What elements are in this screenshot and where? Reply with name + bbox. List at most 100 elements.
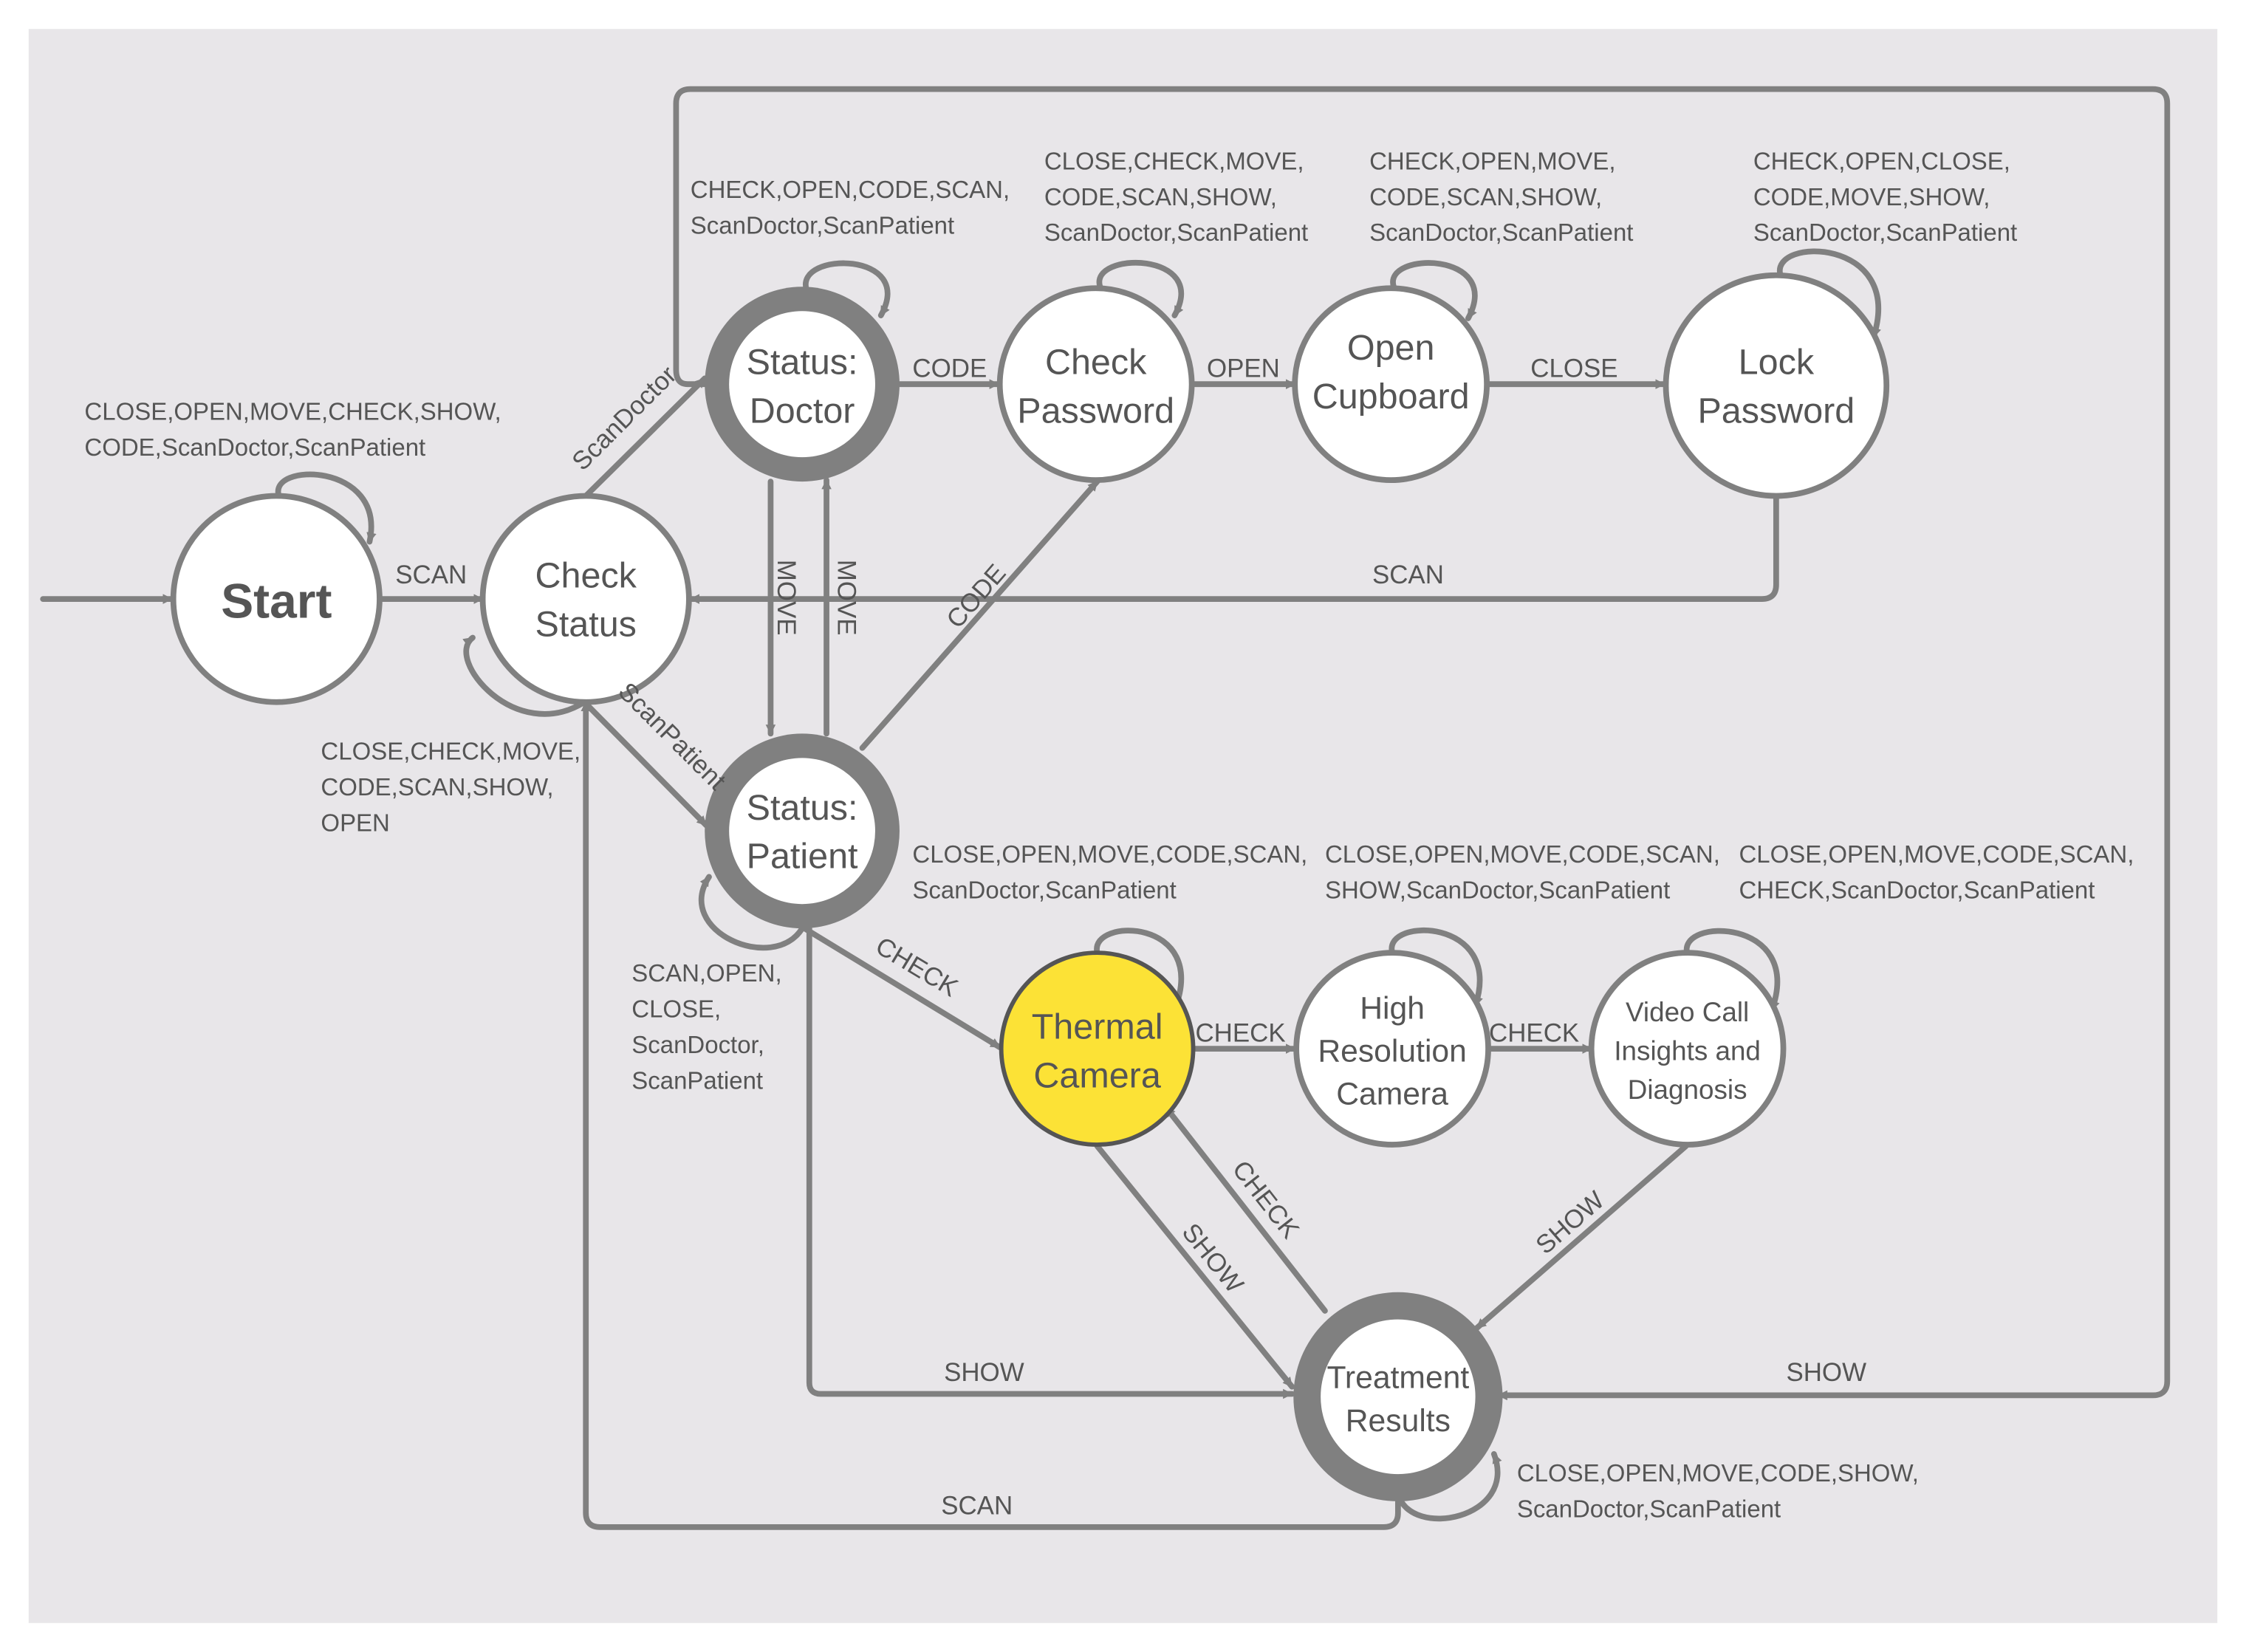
loop-label-treatment-1: CLOSE,OPEN,MOVE,CODE,SHOW, bbox=[1517, 1459, 1919, 1487]
node-high-res-line2: Resolution bbox=[1318, 1034, 1467, 1069]
loop-label-patient-3: ScanDoctor, bbox=[631, 1031, 764, 1058]
node-status-patient-line2: Patient bbox=[747, 837, 858, 877]
loop-label-password-2: CODE,SCAN,SHOW, bbox=[1044, 183, 1277, 210]
loop-label-start-1: CLOSE,OPEN,MOVE,CHECK,SHOW, bbox=[84, 398, 501, 425]
loop-label-patient-1: SCAN,OPEN, bbox=[631, 959, 781, 987]
loop-label-lock-2: CODE,MOVE,SHOW, bbox=[1753, 183, 1990, 210]
loop-open-cupboard bbox=[1390, 260, 1478, 321]
node-video-call-line2: Insights and bbox=[1614, 1036, 1761, 1066]
loop-label-video-2: CHECK,ScanDoctor,ScanPatient bbox=[1739, 876, 2095, 903]
loop-status-patient bbox=[698, 874, 805, 951]
loop-treatment bbox=[1394, 1451, 1502, 1522]
node-check-password-line1: Check bbox=[1045, 343, 1147, 383]
node-start[interactable]: Start bbox=[170, 493, 383, 705]
edge-patient-to-thermal bbox=[799, 924, 1003, 1051]
node-status-doctor[interactable]: Status: Doctor bbox=[705, 287, 900, 482]
loop-thermal bbox=[1094, 928, 1184, 1013]
loop-start bbox=[275, 471, 377, 545]
edge-video-to-treatment bbox=[1473, 1143, 1689, 1331]
loop-label-cupboard-3: ScanDoctor,ScanPatient bbox=[1369, 219, 1633, 246]
node-check-status-line2: Status bbox=[535, 605, 637, 645]
loop-label-patient-2: CLOSE, bbox=[631, 995, 721, 1022]
node-status-doctor-line2: Doctor bbox=[750, 391, 855, 431]
loop-label-check-2: CODE,SCAN,SHOW, bbox=[321, 773, 553, 801]
edge-treatment-to-thermal bbox=[1163, 1104, 1328, 1314]
node-check-status-line1: Check bbox=[535, 556, 637, 596]
node-check-password[interactable]: Check Password bbox=[996, 285, 1195, 484]
node-lock-password-line1: Lock bbox=[1739, 343, 1815, 383]
edge-patient-to-password bbox=[859, 479, 1100, 751]
loop-video bbox=[1683, 928, 1781, 1013]
edge-check-to-patient bbox=[581, 699, 710, 829]
node-video-call-line3: Diagnosis bbox=[1628, 1075, 1747, 1105]
loop-label-start-2: CODE,ScanDoctor,ScanPatient bbox=[84, 433, 425, 461]
loop-label-thermal-2: ScanDoctor,ScanPatient bbox=[912, 876, 1176, 903]
node-thermal-camera-line2: Camera bbox=[1033, 1055, 1160, 1095]
node-video-call-line1: Video Call bbox=[1626, 997, 1749, 1027]
node-video-call[interactable]: Video Call Insights and Diagnosis bbox=[1588, 950, 1787, 1148]
node-status-doctor-line1: Status: bbox=[747, 343, 858, 383]
node-open-cupboard-line1: Open bbox=[1347, 328, 1435, 368]
loop-lock-password bbox=[1776, 248, 1882, 340]
node-check-status[interactable]: Check Status bbox=[479, 493, 692, 705]
loop-label-thermal-1: CLOSE,OPEN,MOVE,CODE,SCAN, bbox=[912, 840, 1307, 868]
loop-label-highres-1: CLOSE,OPEN,MOVE,CODE,SCAN, bbox=[1325, 840, 1720, 868]
node-treatment-results[interactable]: Treatment Results bbox=[1293, 1292, 1503, 1501]
loop-label-doctor-2: ScanDoctor,ScanPatient bbox=[691, 212, 954, 239]
label-password-to-cupboard: OPEN bbox=[1207, 354, 1280, 383]
label-start-to-check: SCAN bbox=[395, 561, 467, 589]
label-lock-to-check: SCAN bbox=[1372, 561, 1444, 589]
node-treatment-line2: Results bbox=[1346, 1403, 1451, 1439]
node-thermal-camera-line1: Thermal bbox=[1032, 1007, 1163, 1047]
node-high-res-line3: Camera bbox=[1336, 1077, 1448, 1112]
loop-label-lock-1: CHECK,OPEN,CLOSE, bbox=[1753, 147, 2010, 174]
loop-check-password bbox=[1096, 259, 1184, 318]
loop-label-video-1: CLOSE,OPEN,MOVE,CODE,SCAN, bbox=[1739, 840, 2134, 868]
node-lock-password-line2: Password bbox=[1697, 391, 1855, 431]
node-status-patient[interactable]: Status: Patient bbox=[705, 733, 900, 929]
label-patient-to-treatment: SHOW bbox=[944, 1358, 1024, 1387]
loop-label-password-3: ScanDoctor,ScanPatient bbox=[1044, 219, 1308, 246]
loop-label-cupboard-2: CODE,SCAN,SHOW, bbox=[1369, 183, 1602, 210]
loop-label-patient-4: ScanPatient bbox=[631, 1066, 763, 1094]
loop-label-highres-2: SHOW,ScanDoctor,ScanPatient bbox=[1325, 876, 1670, 903]
edge-lock-to-check bbox=[687, 494, 1779, 604]
self-loop-labels: CLOSE,OPEN,MOVE,CHECK,SHOW, CODE,ScanDoc… bbox=[84, 147, 2134, 1522]
loop-highres bbox=[1389, 928, 1483, 1009]
label-cupboard-to-lock: CLOSE bbox=[1530, 354, 1617, 383]
node-open-cupboard-line2: Cupboard bbox=[1312, 377, 1470, 417]
nodes: Start Check Status Status: Doctor Check … bbox=[170, 272, 1890, 1501]
loop-label-cupboard-1: CHECK,OPEN,MOVE, bbox=[1369, 147, 1615, 174]
node-high-res-line1: High bbox=[1360, 990, 1425, 1026]
loop-label-check-3: OPEN bbox=[321, 809, 389, 836]
edges bbox=[40, 86, 2171, 1530]
label-thermal-to-highres: CHECK bbox=[1195, 1018, 1285, 1047]
loop-check-status bbox=[462, 634, 588, 717]
label-patient-to-doctor: MOVE bbox=[832, 560, 861, 636]
loop-doctor bbox=[803, 260, 891, 318]
node-start-label: Start bbox=[221, 573, 332, 628]
node-high-resolution-camera[interactable]: High Resolution Camera bbox=[1293, 950, 1491, 1148]
label-treatment-to-check: SCAN bbox=[941, 1491, 1013, 1520]
label-doctor-to-password: CODE bbox=[912, 354, 987, 383]
node-treatment-line1: Treatment bbox=[1326, 1360, 1469, 1396]
node-lock-password[interactable]: Lock Password bbox=[1663, 272, 1890, 499]
node-thermal-camera[interactable]: Thermal Camera bbox=[999, 950, 1196, 1147]
loop-label-check-1: CLOSE,CHECK,MOVE, bbox=[321, 737, 581, 764]
label-doctor-to-treatment: SHOW bbox=[1786, 1358, 1866, 1387]
edge-doctor-to-treatment bbox=[673, 86, 2171, 1401]
label-doctor-to-patient: MOVE bbox=[772, 560, 801, 636]
edge-thermal-to-treatment bbox=[1094, 1143, 1295, 1390]
node-open-cupboard[interactable]: Open Cupboard bbox=[1292, 285, 1490, 484]
node-check-password-line2: Password bbox=[1017, 391, 1174, 431]
loop-label-treatment-2: ScanDoctor,ScanPatient bbox=[1517, 1495, 1781, 1522]
node-status-patient-line1: Status: bbox=[747, 788, 858, 828]
label-highres-to-video: CHECK bbox=[1489, 1018, 1579, 1047]
edge-patient-to-treatment bbox=[806, 925, 1295, 1399]
loop-label-doctor-1: CHECK,OPEN,CODE,SCAN, bbox=[691, 176, 1010, 203]
loop-label-lock-3: ScanDoctor,ScanPatient bbox=[1753, 219, 2017, 246]
edge-treatment-to-check bbox=[581, 699, 1401, 1530]
loop-label-password-1: CLOSE,CHECK,MOVE, bbox=[1044, 147, 1304, 174]
edge-check-to-doctor bbox=[581, 375, 708, 501]
